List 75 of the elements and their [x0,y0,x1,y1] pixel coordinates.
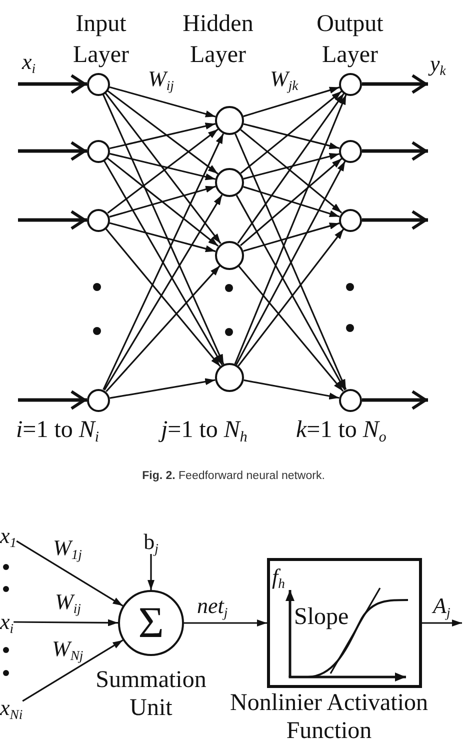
index-range-label: i=1 to N$_{i}$ [16,416,100,444]
neuron-circle [339,388,362,412]
arrow [244,379,340,400]
arrow [362,390,428,410]
input-variable: x$_{i}$ [0,610,14,634]
arrow [107,90,218,174]
arrow [109,222,216,252]
slope-label: Slope [294,604,349,630]
arrow [105,228,221,367]
arrow [236,160,346,366]
arrow [102,94,224,365]
neuron-circle [215,363,244,392]
neuron-circle [215,168,244,197]
figure-caption: Fig. 2. Feedforward neural network. [141,469,326,484]
arrow [110,152,216,180]
arrow [243,153,340,180]
input-variable: x$_{Ni}$ [0,696,23,720]
arrow [362,141,428,161]
input-variable: x$_{1}$ [0,524,17,548]
arrow [422,620,462,626]
arrow [240,158,342,246]
neuron-circle [87,140,110,162]
arrow [18,74,87,94]
neuron-circle [339,140,362,162]
neuron-circle [215,106,244,135]
arrow [104,160,223,366]
arrow [107,158,219,247]
arrow [240,129,342,214]
node-caption: Summation Unit [94,666,208,722]
arrow [148,554,154,590]
arrow [102,133,224,390]
index-range-label: k=1 to N$_{o}$ [296,416,386,444]
arrow [238,266,344,392]
arrow [18,141,87,161]
neuron-circle [87,388,110,412]
neuron-circle [87,208,110,232]
arrow [362,74,428,94]
arrow [243,222,340,252]
arrow [237,92,345,244]
neuron-circle [215,240,244,270]
arrow [104,92,222,244]
index-range-label: j=1 to N$_{h}$ [161,416,248,444]
neuron-circle [339,72,362,96]
node-caption: Nonlinier Activation Function [229,689,429,745]
activation-function-box [267,558,422,688]
arrow [16,540,124,606]
arrow [18,210,87,230]
arrow [18,390,87,410]
arrow [243,86,340,118]
arrow [106,265,220,392]
bias-label: b$_{j}$ [139,530,163,554]
arrow [240,90,342,174]
neuron-circle [87,72,110,96]
arrow [104,194,223,391]
axis-label: f$_{h}$ [272,564,285,590]
arrow [236,194,346,390]
layer-heading: Input Layer [72,10,130,70]
arrow [22,640,124,702]
arrow [238,228,344,366]
arrow [110,378,216,399]
layer-heading: Hidden Layer [182,10,254,70]
arrow [234,133,347,390]
arrow [243,123,340,150]
arrow [110,122,216,150]
arrow [362,210,428,230]
arrow [109,186,216,218]
arrow [234,94,347,364]
arrow [14,619,118,626]
arrow [109,86,216,118]
arrow [184,620,267,626]
sigma-symbol: Σ [138,601,164,645]
arrow [107,128,218,214]
layer-heading: Output Layer [316,10,384,70]
arrow [243,186,340,218]
neuron-circle [339,208,362,232]
